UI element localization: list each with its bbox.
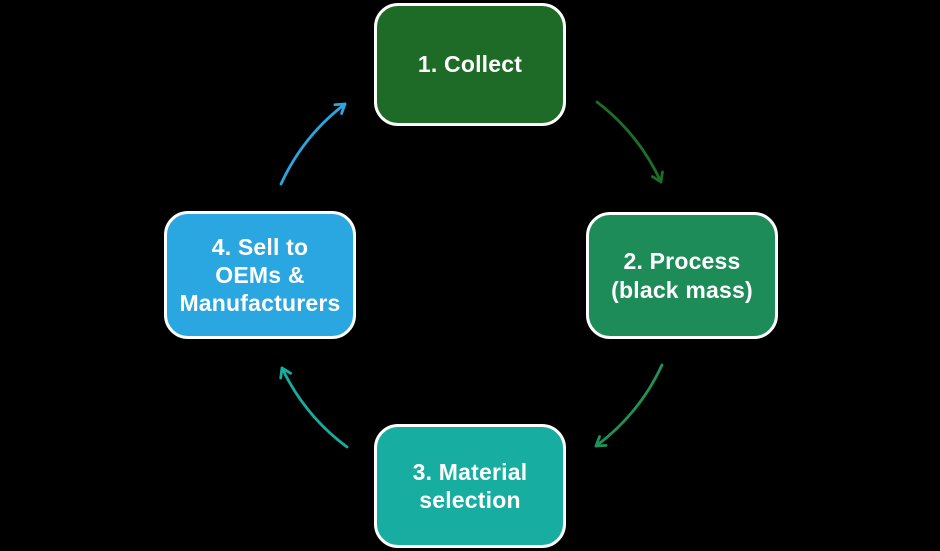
- step-box-collect: 1. Collect: [374, 3, 566, 126]
- step-label-material-selection: 3. Material selection: [412, 458, 528, 513]
- arrow-material-to-sell: [279, 366, 349, 449]
- step-label-collect: 1. Collect: [417, 51, 523, 78]
- step-label-process: 2. Process (black mass): [611, 248, 753, 303]
- arrow-process-to-material: [594, 363, 664, 448]
- step-box-material-selection: 3. Material selection: [374, 424, 566, 548]
- arrow-sell-to-collect: [279, 102, 347, 186]
- step-box-sell: 4. Sell to OEMs & Manufacturers: [164, 211, 356, 339]
- arrow-collect-to-process: [595, 100, 664, 184]
- step-box-process: 2. Process (black mass): [586, 212, 778, 339]
- step-label-sell: 4. Sell to OEMs & Manufacturers: [179, 233, 341, 317]
